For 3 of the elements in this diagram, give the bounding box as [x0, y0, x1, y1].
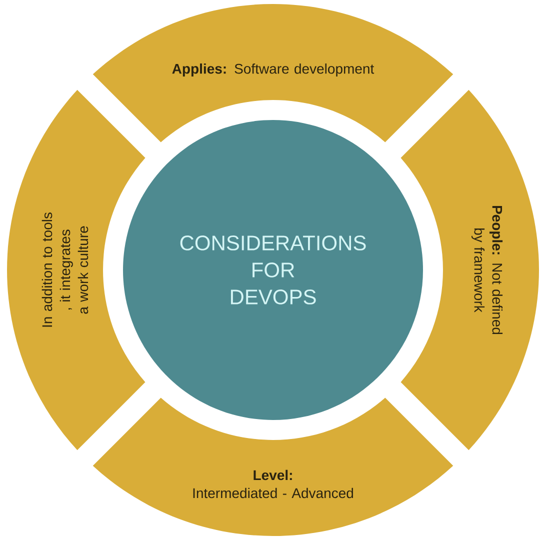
ring-segment: Applies: Software development [92, 4, 454, 142]
ring-segment: Level: Intermediated - Advanced [92, 398, 454, 536]
ring-segment: In addition to tools , it integrates a work culture [7, 90, 146, 450]
